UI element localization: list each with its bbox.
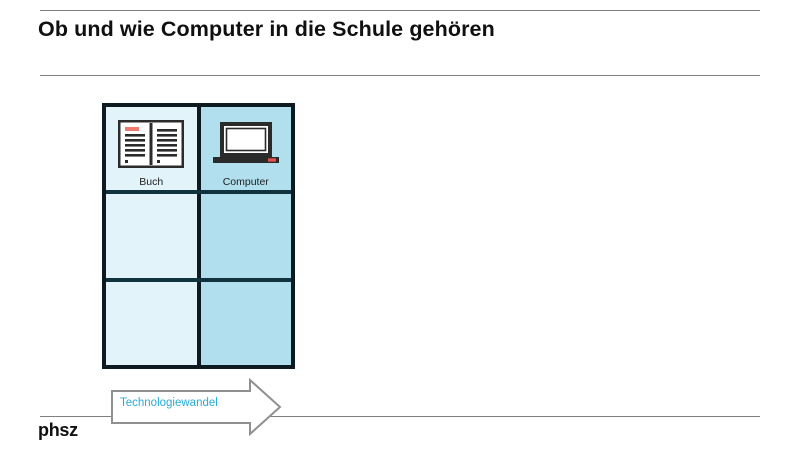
footer-rule <box>40 416 760 417</box>
matrix-cell-computer-header[interactable]: Computer <box>196 107 291 191</box>
matrix-cell-label-computer: Computer <box>222 176 269 188</box>
matrix-cell-label-buch: Buch <box>139 176 164 188</box>
arrow-label: Technologiewandel <box>120 397 218 409</box>
laptop-icon <box>211 116 281 172</box>
matrix-row <box>106 190 291 278</box>
page-title: Ob und wie Computer in die Schule gehöre… <box>38 17 495 41</box>
technology-matrix: Buch Computer <box>102 103 295 369</box>
matrix-cell-buch-row2[interactable] <box>106 194 197 278</box>
matrix-cell-computer-row2[interactable] <box>196 194 291 278</box>
technologiewandel-arrow: Technologiewandel <box>110 378 282 436</box>
matrix-cell-computer-row3[interactable] <box>196 281 291 365</box>
phsz-logo: phsz <box>38 420 78 440</box>
header-bottom-rule <box>40 75 760 76</box>
header-top-rule <box>40 10 760 11</box>
matrix-cell-buch-header[interactable]: Buch <box>106 107 197 191</box>
matrix-cell-buch-row3[interactable] <box>106 281 197 365</box>
matrix-row: Buch Computer <box>106 107 291 191</box>
matrix-row <box>106 277 291 365</box>
open-book-icon <box>116 116 186 172</box>
